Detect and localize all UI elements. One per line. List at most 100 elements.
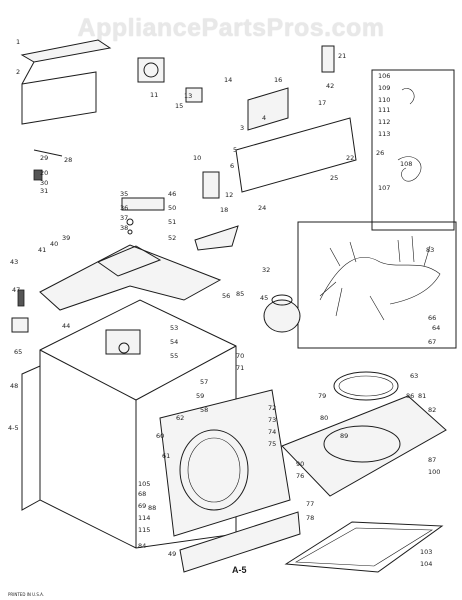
timer-assembly <box>137 45 335 103</box>
part-label-42: 42 <box>326 82 334 90</box>
part-label-68: 68 <box>138 490 146 498</box>
part-label-48: 48 <box>10 382 18 390</box>
part-label-113: 113 <box>378 130 390 138</box>
part-label-26: 26 <box>376 149 384 157</box>
part-label-36: 36 <box>120 204 128 212</box>
part-label-14: 14 <box>224 76 232 84</box>
part-label-72: 72 <box>268 404 276 412</box>
part-label-4: 4 <box>262 114 266 122</box>
part-label-12: 12 <box>225 191 233 199</box>
part-label-82: 82 <box>428 406 436 414</box>
part-label-56: 56 <box>222 292 230 300</box>
part-label-29: 29 <box>40 154 48 162</box>
part-label-5: 5 <box>233 146 237 154</box>
part-label-46: 46 <box>168 190 176 198</box>
part-label-43: 43 <box>10 258 18 266</box>
part-label-58: 58 <box>200 406 208 414</box>
page-caption: A-5 <box>232 565 247 575</box>
part-label-88: 88 <box>148 504 156 512</box>
part-label-16: 16 <box>274 76 282 84</box>
part-label-107: 107 <box>378 184 390 192</box>
part-label-100: 100 <box>428 468 440 476</box>
motor-box <box>371 69 455 231</box>
part-label-86: 86 <box>406 392 414 400</box>
part-label-44: 44 <box>62 322 70 330</box>
part-label-75: 75 <box>268 440 276 448</box>
part-label-69: 69 <box>138 502 146 510</box>
part-label-24: 24 <box>258 204 266 212</box>
base-frame <box>284 521 444 573</box>
part-label-83: 83 <box>426 246 434 254</box>
part-label-18: 18 <box>220 206 228 214</box>
part-label-61: 61 <box>162 452 170 460</box>
part-label-111: 111 <box>378 106 390 114</box>
part-label-76: 76 <box>296 472 304 480</box>
part-label-40: 40 <box>50 240 58 248</box>
part-label-64: 64 <box>432 324 440 332</box>
part-label-63: 63 <box>410 372 418 380</box>
part-label-30: 30 <box>40 179 48 187</box>
part-label-45: 45 <box>260 294 268 302</box>
part-label-32: 32 <box>262 266 270 274</box>
part-label-2: 2 <box>16 68 20 76</box>
front-panel <box>159 389 301 573</box>
part-label-52: 52 <box>168 234 176 242</box>
part-label-103: 103 <box>420 548 432 556</box>
part-label-28: 28 <box>64 156 72 164</box>
part-label-13: 13 <box>184 92 192 100</box>
part-label-51: 51 <box>168 218 176 226</box>
watermark: AppliancePartsPros.com <box>77 14 385 42</box>
part-label-39: 39 <box>62 234 70 242</box>
part-label-41: 41 <box>38 246 46 254</box>
part-label-109: 109 <box>378 84 390 92</box>
part-label-104: 104 <box>420 560 432 568</box>
part-label-81: 81 <box>418 392 426 400</box>
part-label-70: 70 <box>236 352 244 360</box>
part-label-112: 112 <box>378 118 390 126</box>
part-label-54: 54 <box>170 338 178 346</box>
part-label-38: 38 <box>120 224 128 232</box>
part-label-59: 59 <box>196 392 204 400</box>
part-label-73: 73 <box>268 416 276 424</box>
part-label-15: 15 <box>175 102 183 110</box>
part-label-35: 35 <box>120 190 128 198</box>
part-label-87: 87 <box>428 456 436 464</box>
part-label-79: 79 <box>318 392 326 400</box>
part-label-80: 80 <box>320 414 328 422</box>
part-label-89: 89 <box>340 432 348 440</box>
part-label-25: 25 <box>330 174 338 182</box>
part-label-77: 77 <box>306 500 314 508</box>
part-label-50: 50 <box>168 204 176 212</box>
part-label-17: 17 <box>318 99 326 107</box>
part-label-6: 6 <box>230 162 234 170</box>
part-label-78: 78 <box>306 514 314 522</box>
small-parts <box>33 149 239 251</box>
part-label-21: 21 <box>338 52 346 60</box>
part-label-53: 53 <box>170 324 178 332</box>
top-lid <box>281 395 447 497</box>
top-cover <box>17 244 222 311</box>
part-label-4-5: 4-5 <box>8 424 19 432</box>
part-label-105: 105 <box>138 480 150 488</box>
footer-small-text: PRINTED IN U.S.A. <box>8 592 44 597</box>
part-label-115: 115 <box>138 526 150 534</box>
part-label-74: 74 <box>268 428 276 436</box>
part-label-49: 49 <box>168 550 176 558</box>
part-label-71: 71 <box>236 364 244 372</box>
gasket-ring <box>333 371 399 401</box>
pump-motor <box>263 294 301 333</box>
part-label-67: 67 <box>428 338 436 346</box>
part-label-114: 114 <box>138 514 150 522</box>
part-label-62: 62 <box>176 414 184 422</box>
wire-harness-box <box>297 221 457 349</box>
part-label-10: 10 <box>193 154 201 162</box>
part-label-37: 37 <box>120 214 128 222</box>
part-label-106: 106 <box>378 72 390 80</box>
part-label-108: 108 <box>400 160 412 168</box>
console-top-panel <box>20 39 112 125</box>
part-label-60: 60 <box>156 432 164 440</box>
part-label-31: 31 <box>40 187 48 195</box>
part-label-11: 11 <box>150 91 158 99</box>
